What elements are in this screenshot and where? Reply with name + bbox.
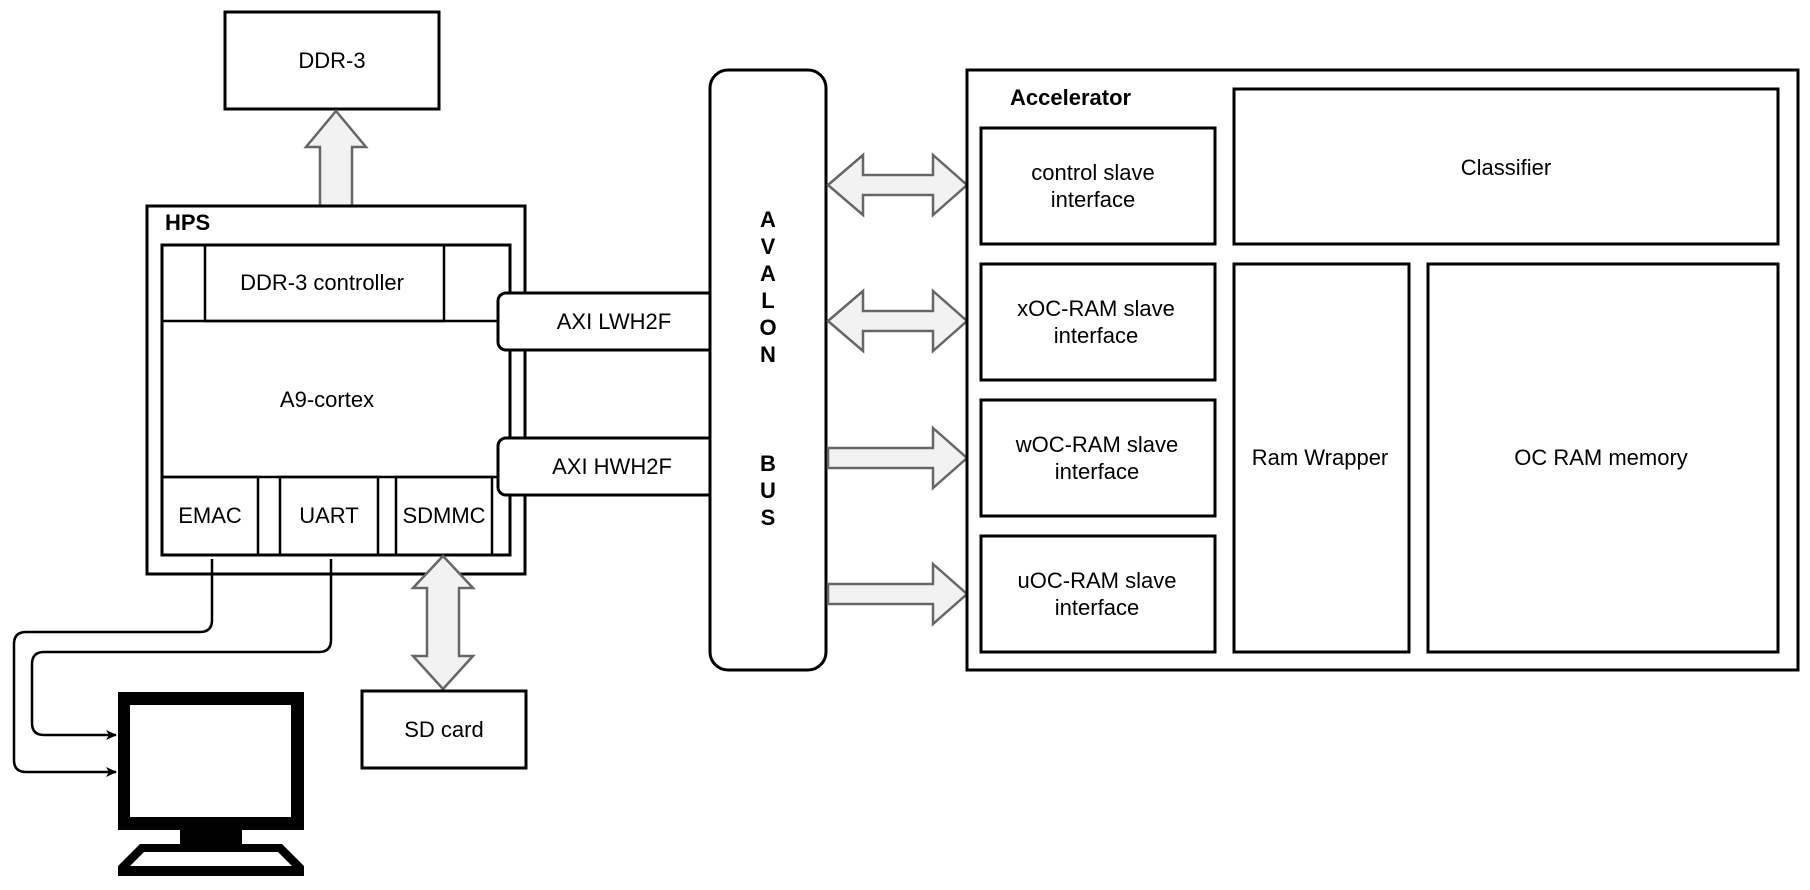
avalon-letter: O (759, 315, 776, 340)
sdmmc-label: SDMMC (402, 503, 485, 528)
classifier-block (1232, 87, 1780, 246)
bus-letter: S (761, 505, 776, 530)
uart-to-computer-wire (30, 559, 333, 740)
ddr3-block (223, 10, 441, 111)
emac-block (160, 475, 260, 557)
emac-to-computer-wire (12, 559, 214, 777)
bus-letter: B (760, 451, 776, 476)
avalon-letter: N (760, 342, 776, 367)
oc-ram-memory-block (1426, 262, 1780, 654)
hps-label: HPS (165, 210, 210, 235)
woc-slave-arrow (826, 425, 969, 491)
uoc-ram-slave-interface-block (979, 534, 1217, 654)
woc-slave-label-line1: wOC-RAM slave (1015, 432, 1179, 457)
uoc-slave-arrow (826, 561, 969, 627)
uart-block (278, 475, 380, 557)
sdmmc-sdcard-link-arrow (410, 554, 476, 691)
avalon-letter: V (761, 234, 776, 259)
axi-lwh2f-label: AXI LWH2F (557, 309, 672, 334)
control-slave-label-line1: control slave (1031, 160, 1155, 185)
xoc-slave-bidirectional-arrow (826, 288, 969, 354)
woc-ram-slave-interface-block (979, 398, 1217, 518)
axi-hwh2f-label: AXI HWH2F (552, 454, 672, 479)
xoc-slave-label-line1: xOC-RAM slave (1017, 296, 1175, 321)
avalon-bus-block (708, 68, 828, 672)
classifier-label: Classifier (1461, 155, 1551, 180)
avalon-letter: A (760, 207, 776, 232)
avalon-label: A V A L O N (759, 207, 776, 367)
sdmmc-block (394, 475, 494, 557)
avalon-letter: A (760, 261, 776, 286)
ddr3-controller-label: DDR-3 controller (240, 270, 404, 295)
control-slave-bidirectional-arrow (826, 152, 969, 218)
a9-cortex-label: A9-cortex (280, 387, 374, 412)
ddr3-label: DDR-3 (298, 48, 365, 73)
bus-letter: U (760, 478, 776, 503)
sd-card-label: SD card (404, 717, 483, 742)
woc-slave-label-line2: interface (1055, 459, 1139, 484)
hps-inner-block (160, 243, 512, 557)
ddr3-controller-block (203, 243, 446, 323)
avalon-letter: L (761, 288, 774, 313)
computer-monitor-icon (118, 692, 304, 876)
uart-label: UART (299, 503, 359, 528)
sd-card-block (360, 689, 528, 770)
xoc-ram-slave-interface-block (979, 262, 1217, 382)
oc-ram-memory-label: OC RAM memory (1514, 445, 1688, 470)
emac-label: EMAC (178, 503, 242, 528)
ram-wrapper-label: Ram Wrapper (1252, 445, 1389, 470)
accelerator-label: Accelerator (1010, 85, 1132, 110)
control-slave-label-line2: interface (1051, 187, 1135, 212)
uoc-slave-label-line2: interface (1055, 595, 1139, 620)
control-slave-interface-block (979, 126, 1217, 246)
bus-label: B U S (760, 451, 776, 530)
uoc-slave-label-line1: uOC-RAM slave (1018, 568, 1177, 593)
ram-wrapper-block (1232, 262, 1411, 654)
xoc-slave-label-line2: interface (1054, 323, 1138, 348)
